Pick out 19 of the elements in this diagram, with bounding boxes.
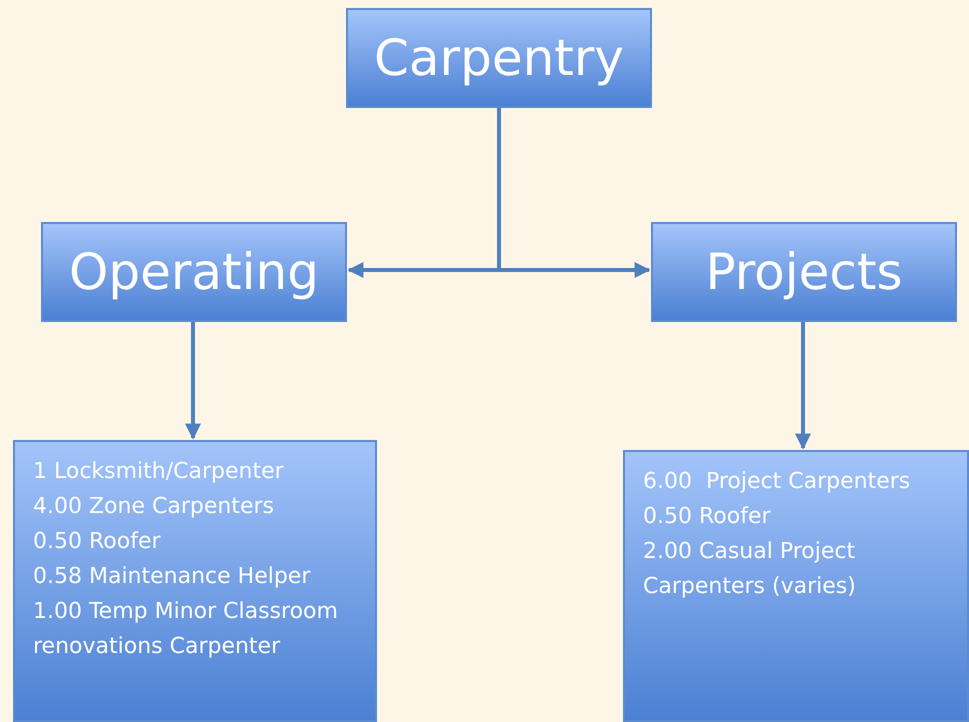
category-box — [41, 222, 347, 322]
arrow — [795, 322, 811, 450]
staff-item: 0.50 Roofer — [33, 528, 162, 556]
staff-list-box — [13, 440, 377, 722]
category-box — [651, 222, 957, 322]
staff-item: 4.00 Zone Carpenters — [33, 493, 275, 521]
category-box — [346, 8, 652, 108]
box-title: Operating — [69, 243, 319, 301]
staff-item: 0.50 Roofer — [643, 503, 772, 531]
staff-item: 2.00 Casual Project Carpenters (varies) — [643, 538, 857, 601]
arrow — [497, 108, 651, 278]
arrow — [185, 322, 201, 440]
staff-list-box — [623, 450, 969, 722]
box-title: Projects — [705, 243, 903, 301]
staff-item: 6.00 Project Carpenters — [643, 468, 912, 496]
staff-item: 1 Locksmith/Carpenter — [33, 458, 285, 486]
box-title: Carpentry — [374, 29, 624, 87]
staff-item: 1.00 Temp Minor Classroom renovations Carpenter — [33, 598, 339, 661]
staff-item: 0.58 Maintenance Helper — [33, 563, 312, 591]
